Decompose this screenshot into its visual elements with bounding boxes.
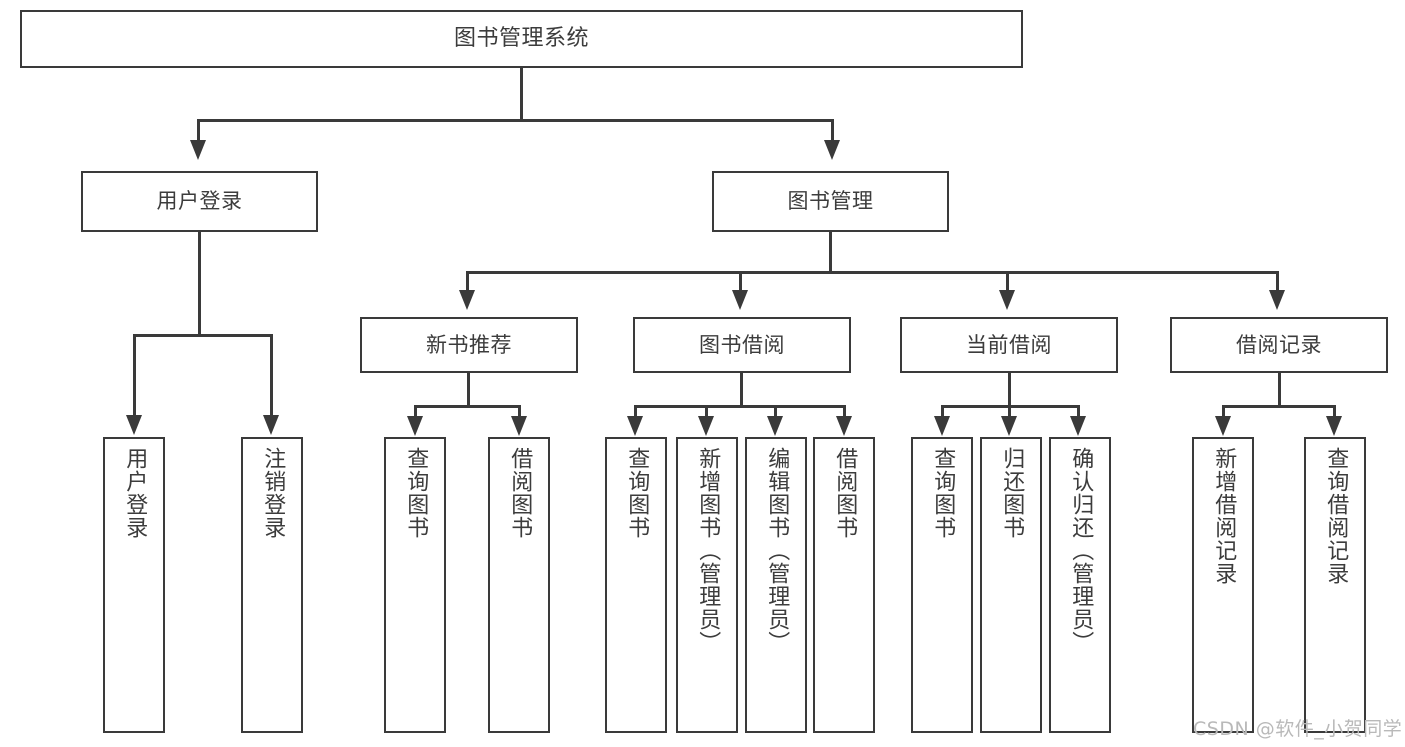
- arrowhead-leaf-query-book-3: [934, 416, 950, 436]
- leaf-query-book-borrow[interactable]: 查询图书: [605, 437, 667, 733]
- arrowhead-current-borrow: [999, 290, 1015, 310]
- leaf-label: 用户登录: [122, 447, 148, 539]
- connector-user-login-child-1: [133, 334, 136, 416]
- leaf-add-borrow-record[interactable]: 新增借阅记录: [1192, 437, 1254, 733]
- node-label: 新书推荐: [426, 332, 512, 357]
- arrowhead-book-mgmt: [824, 140, 840, 160]
- node-current-borrow[interactable]: 当前借阅: [900, 317, 1118, 373]
- leaf-edit-book-admin[interactable]: 编辑图书（管理员）: [745, 437, 807, 733]
- arrowhead-leaf-borrow-book-1: [511, 416, 527, 436]
- connector-user-login-bus: [133, 334, 272, 337]
- leaf-label: 借阅图书: [832, 447, 858, 539]
- leaf-logout[interactable]: 注销登录: [241, 437, 303, 733]
- node-book-borrow[interactable]: 图书借阅: [633, 317, 851, 373]
- connector-new-book-stem: [467, 373, 470, 407]
- connector-borrow-record-child-2: [1333, 405, 1336, 417]
- leaf-return-book[interactable]: 归还图书: [980, 437, 1042, 733]
- connector-root-to-book-mgmt: [831, 119, 834, 141]
- arrowhead-borrow-record: [1269, 290, 1285, 310]
- leaf-query-borrow-record[interactable]: 查询借阅记录: [1304, 437, 1366, 733]
- arrowhead-new-book-recommend: [459, 290, 475, 310]
- leaf-label: 查询借阅记录: [1323, 447, 1349, 585]
- connector-book-borrow-child-3: [774, 405, 777, 417]
- connector-new-book-bus: [414, 405, 520, 408]
- connector-borrow-record-bus: [1222, 405, 1336, 408]
- connector-current-borrow-child-1: [941, 405, 944, 417]
- connector-current-borrow-stem: [1008, 373, 1011, 407]
- leaf-label: 新增借阅记录: [1211, 447, 1237, 585]
- arrowhead-user-login: [190, 140, 206, 160]
- connector-user-login-stem: [198, 232, 201, 336]
- leaf-label: 查询图书: [624, 447, 650, 539]
- arrowhead-leaf-edit-book: [767, 416, 783, 436]
- leaf-label: 查询图书: [403, 447, 429, 539]
- arrowhead-leaf-query-record: [1326, 416, 1342, 436]
- arrowhead-leaf-query-book-2: [627, 416, 643, 436]
- connector-book-borrow-child-4: [843, 405, 846, 417]
- arrowhead-leaf-user-login: [126, 415, 142, 435]
- arrowhead-leaf-return-book: [1001, 416, 1017, 436]
- connector-new-book-child-1: [414, 405, 417, 417]
- leaf-query-book-current[interactable]: 查询图书: [911, 437, 973, 733]
- connector-root-bus: [197, 119, 834, 122]
- connector-book-borrow-stem: [740, 373, 743, 407]
- connector-book-mgmt-bus: [466, 271, 1278, 274]
- node-new-book-recommend[interactable]: 新书推荐: [360, 317, 578, 373]
- leaf-confirm-return-admin[interactable]: 确认归还（管理员）: [1049, 437, 1111, 733]
- connector-root-to-user-login: [197, 119, 200, 141]
- leaf-query-book-recommend[interactable]: 查询图书: [384, 437, 446, 733]
- arrowhead-leaf-logout: [263, 415, 279, 435]
- leaf-user-login[interactable]: 用户登录: [103, 437, 165, 733]
- node-borrow-record[interactable]: 借阅记录: [1170, 317, 1388, 373]
- connector-book-borrow-child-1: [634, 405, 637, 417]
- node-label: 图书管理系统: [453, 26, 589, 52]
- watermark-credit: CSDN @软件_小贺同学: [1193, 718, 1403, 740]
- node-label: 当前借阅: [966, 332, 1052, 357]
- leaf-borrow-book-recommend[interactable]: 借阅图书: [488, 437, 550, 733]
- leaf-borrow-book[interactable]: 借阅图书: [813, 437, 875, 733]
- connector-root-stem: [520, 68, 523, 120]
- connector-book-mgmt-stem: [829, 232, 832, 274]
- node-label: 图书借阅: [699, 332, 785, 357]
- arrowhead-book-borrow: [732, 290, 748, 310]
- leaf-label: 注销登录: [260, 447, 286, 539]
- leaf-label: 借阅图书: [507, 447, 533, 539]
- arrowhead-leaf-borrow-book-2: [836, 416, 852, 436]
- arrowhead-leaf-query-book-1: [407, 416, 423, 436]
- connector-book-borrow-bus: [634, 405, 846, 408]
- leaf-label: 确认归还（管理员）: [1068, 447, 1094, 654]
- leaf-label: 查询图书: [930, 447, 956, 539]
- connector-book-mgmt-child-4: [1276, 271, 1279, 291]
- node-label: 借阅记录: [1236, 332, 1322, 357]
- node-label: 用户登录: [156, 189, 243, 214]
- connector-new-book-child-2: [518, 405, 521, 417]
- node-root-system[interactable]: 图书管理系统: [20, 10, 1023, 68]
- connector-book-mgmt-child-1: [466, 271, 469, 291]
- leaf-label: 归还图书: [999, 447, 1025, 539]
- connector-borrow-record-stem: [1278, 373, 1281, 407]
- node-label: 图书管理: [787, 189, 874, 214]
- node-user-login[interactable]: 用户登录: [81, 171, 318, 232]
- connector-user-login-child-2: [270, 334, 273, 416]
- connector-current-borrow-child-3: [1077, 405, 1080, 417]
- connector-book-mgmt-child-3: [1006, 271, 1009, 291]
- arrowhead-leaf-add-record: [1215, 416, 1231, 436]
- leaf-add-book-admin[interactable]: 新增图书（管理员）: [676, 437, 738, 733]
- arrowhead-leaf-confirm-return: [1070, 416, 1086, 436]
- connector-current-borrow-child-2: [1008, 405, 1011, 417]
- leaf-label: 新增图书（管理员）: [695, 447, 721, 654]
- arrowhead-leaf-add-book: [698, 416, 714, 436]
- node-book-management[interactable]: 图书管理: [712, 171, 949, 232]
- connector-book-mgmt-child-2: [739, 271, 742, 291]
- leaf-label: 编辑图书（管理员）: [764, 447, 790, 654]
- connector-book-borrow-child-2: [705, 405, 708, 417]
- connector-borrow-record-child-1: [1222, 405, 1225, 417]
